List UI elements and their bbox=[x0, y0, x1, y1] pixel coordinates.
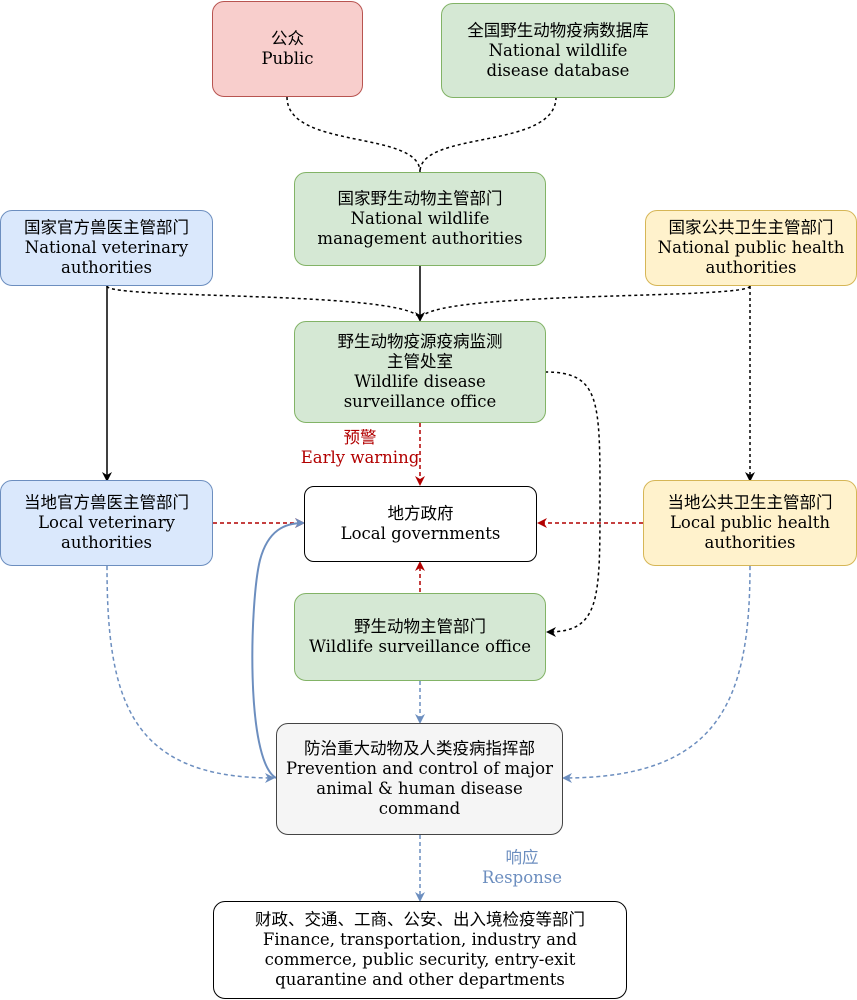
node-local-health-en-2: authorities bbox=[704, 533, 796, 552]
node-departments: 财政、交通、工商、公安、出入境检疫等部门 Finance, transporta… bbox=[213, 901, 627, 999]
node-local-vet-zh: 当地官方兽医主管部门 bbox=[24, 493, 189, 512]
node-local-vet: 当地官方兽医主管部门 Local veterinary authorities bbox=[0, 480, 213, 566]
node-departments-en-2: commerce, public security, entry-exit bbox=[264, 950, 576, 969]
node-public: 公众 Public bbox=[212, 1, 363, 97]
node-surveillance-office-zh-2: 主管处室 bbox=[387, 352, 453, 371]
node-command-zh: 防治重大动物及人类疫病指挥部 bbox=[304, 739, 535, 758]
node-surveillance-office-en-1: Wildlife disease bbox=[354, 372, 486, 391]
node-national-vet-en-1: National veterinary bbox=[24, 238, 189, 257]
node-local-vet-en-1: Local veterinary bbox=[38, 513, 175, 532]
node-local-gov: 地方政府 Local governments bbox=[304, 486, 537, 562]
node-national-vet-en-2: authorities bbox=[61, 258, 152, 277]
response-label: 响应 Response bbox=[470, 848, 574, 888]
node-public-en: Public bbox=[261, 49, 314, 68]
node-database-zh: 全国野生动物疫病数据库 bbox=[467, 20, 649, 40]
node-local-vet-en-2: authorities bbox=[61, 533, 152, 552]
node-command-en-3: command bbox=[378, 799, 461, 818]
early-warning-zh: 预警 bbox=[343, 428, 377, 447]
node-wildlife-surveillance-zh: 野生动物主管部门 bbox=[354, 617, 486, 636]
node-national-wildlife: 国家野生动物主管部门 National wildlife management … bbox=[294, 172, 546, 266]
connector-local-health-to-command bbox=[562, 565, 751, 783]
node-wildlife-surveillance: 野生动物主管部门 Wildlife surveillance office bbox=[294, 593, 546, 681]
response-zh: 响应 bbox=[505, 848, 539, 867]
node-national-health-en-2: authorities bbox=[705, 258, 797, 277]
connector-office-to-wildlife-surveillance bbox=[544, 371, 601, 637]
connector-national-health-to-office bbox=[419, 285, 751, 321]
node-surveillance-office-en-2: surveillance office bbox=[343, 392, 497, 411]
node-command: 防治重大动物及人类疫病指挥部 Prevention and control of… bbox=[276, 723, 563, 835]
node-departments-en-1: Finance, transportation, industry and bbox=[262, 930, 578, 949]
node-local-gov-zh: 地方政府 bbox=[387, 504, 454, 523]
node-database-en-2: disease database bbox=[486, 60, 630, 80]
connector-local-vet-to-command bbox=[106, 565, 275, 783]
connector-command-to-local-gov bbox=[251, 518, 305, 779]
connector-national-vet-to-office bbox=[106, 285, 421, 321]
early-warning-label: 预警 Early warning bbox=[298, 428, 422, 468]
node-surveillance-office: 野生动物疫源疫病监测 主管处室 Wildlife disease surveil… bbox=[294, 321, 546, 423]
node-national-health-zh: 国家公共卫生主管部门 bbox=[668, 218, 834, 237]
connector-database-to-national bbox=[419, 96, 557, 173]
node-local-health: 当地公共卫生主管部门 Local public health authoriti… bbox=[643, 480, 857, 566]
node-departments-zh: 财政、交通、工商、公安、出入境检疫等部门 bbox=[255, 910, 585, 929]
node-national-health: 国家公共卫生主管部门 National public health author… bbox=[645, 210, 857, 286]
node-database: 全国野生动物疫病数据库 National wildlife disease da… bbox=[441, 3, 675, 98]
node-national-vet-zh: 国家官方兽医主管部门 bbox=[24, 218, 189, 237]
node-wildlife-surveillance-en: Wildlife surveillance office bbox=[308, 637, 531, 656]
node-departments-en-3: quarantine and other departments bbox=[275, 970, 565, 989]
node-surveillance-office-zh-1: 野生动物疫源疫病监测 bbox=[337, 332, 503, 351]
node-local-gov-en: Local governments bbox=[340, 524, 501, 543]
node-local-health-zh: 当地公共卫生主管部门 bbox=[667, 493, 833, 512]
node-command-en-1: Prevention and control of major bbox=[286, 759, 553, 778]
node-command-en-2: animal & human disease bbox=[316, 779, 523, 798]
node-national-vet: 国家官方兽医主管部门 National veterinary authoriti… bbox=[0, 210, 213, 286]
node-national-wildlife-en-1: National wildlife bbox=[350, 209, 490, 228]
node-local-health-en-1: Local public health bbox=[669, 513, 831, 532]
response-en: Response bbox=[481, 868, 562, 887]
node-public-zh: 公众 bbox=[271, 29, 304, 48]
early-warning-en: Early warning bbox=[300, 448, 420, 467]
connector-public-to-national bbox=[286, 96, 421, 173]
node-national-wildlife-en-2: management authorities bbox=[317, 229, 523, 248]
node-national-wildlife-zh: 国家野生动物主管部门 bbox=[337, 189, 503, 208]
node-database-en-1: National wildlife bbox=[488, 40, 628, 60]
node-national-health-en-1: National public health bbox=[657, 238, 845, 257]
